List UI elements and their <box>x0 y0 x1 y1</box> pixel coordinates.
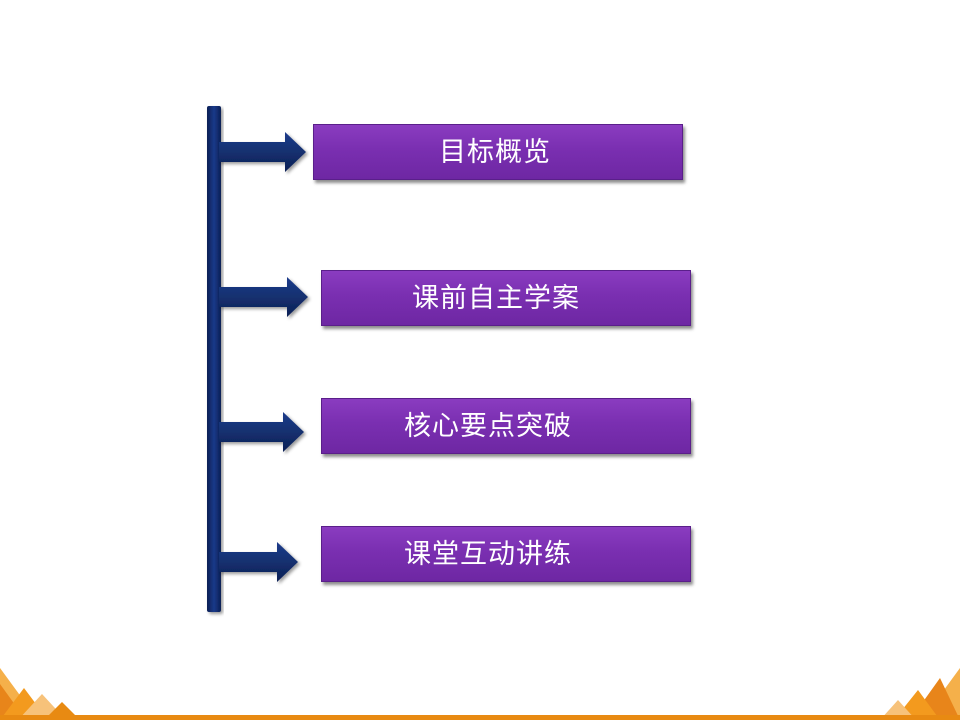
menu-button-label: 课前自主学案 <box>412 282 580 314</box>
vertical-spine <box>207 106 221 612</box>
arrow-right-icon <box>219 277 308 317</box>
menu-button-practice[interactable]: 课堂互动讲练 <box>321 526 691 582</box>
menu-button-label: 目标概览 <box>439 136 551 168</box>
menu-button-key-points[interactable]: 核心要点突破 <box>321 398 691 454</box>
menu-button-objectives[interactable]: 目标概览 <box>313 124 683 180</box>
menu-button-label: 课堂互动讲练 <box>404 538 572 570</box>
arrow-right-icon <box>219 412 304 452</box>
arrow-right-icon <box>219 542 298 582</box>
arrow-right-icon <box>219 132 306 172</box>
menu-button-label: 核心要点突破 <box>404 410 572 442</box>
menu-button-preview[interactable]: 课前自主学案 <box>321 270 691 326</box>
